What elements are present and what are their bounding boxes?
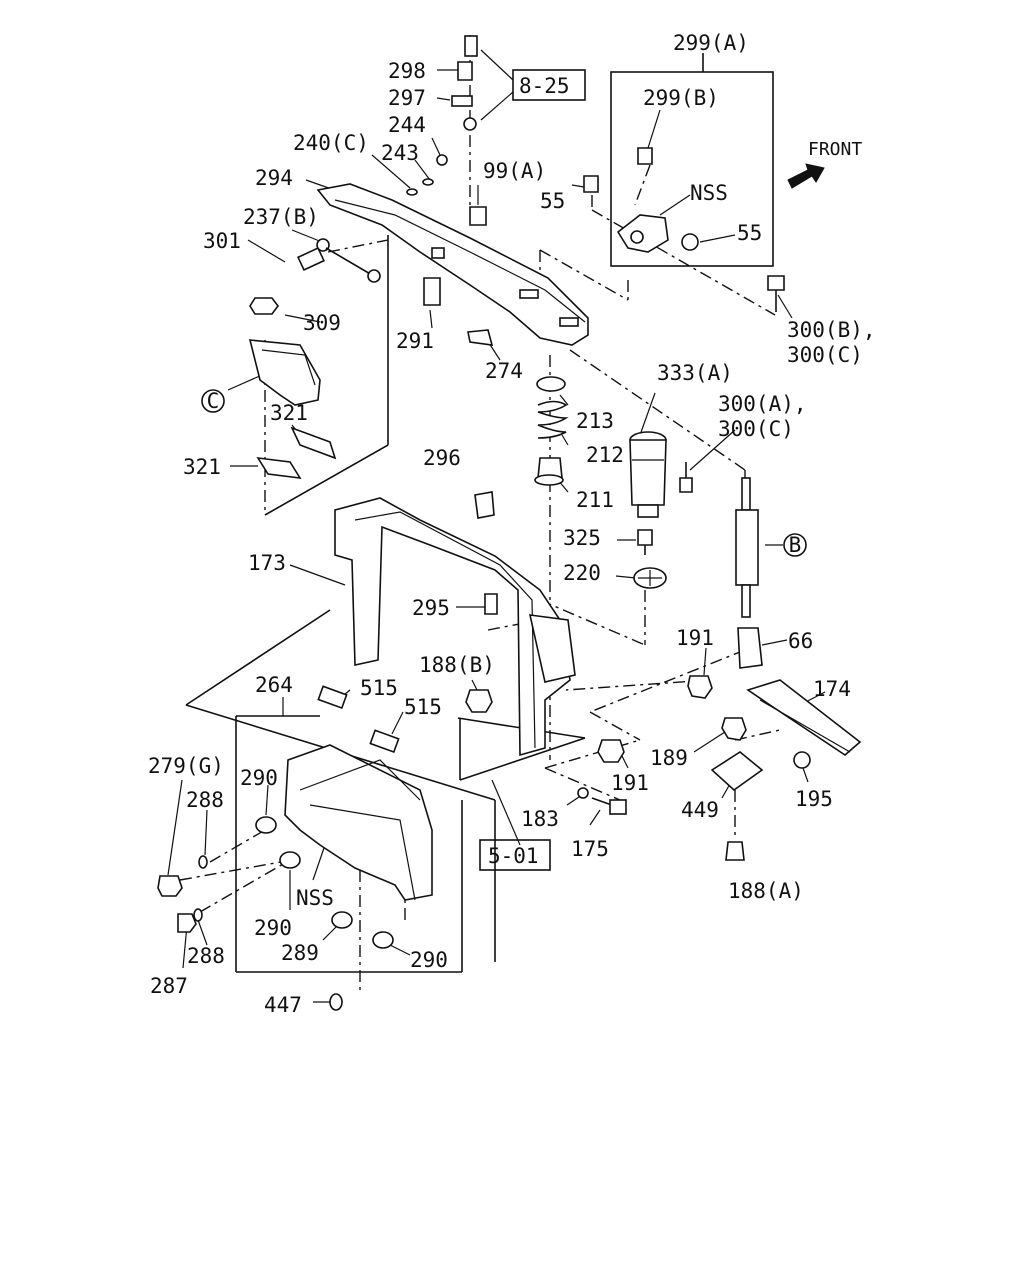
label-66: 66 [788, 629, 813, 653]
label-195: 195 [795, 787, 833, 811]
label-188a: 188(A) [728, 879, 804, 903]
label-174: 174 [813, 677, 851, 701]
bolt-300b [767, 275, 785, 312]
label-288-top: 288 [186, 788, 224, 812]
frame-173 [334, 497, 576, 757]
label-300bc-1: 300(B), [787, 318, 876, 342]
mount-bracket-264 [157, 685, 433, 1011]
assembly-box-299a [610, 71, 774, 267]
label-8-25[interactable]: 8-25 [519, 74, 570, 98]
bracket-296 [474, 491, 495, 519]
label-183: 183 [521, 807, 559, 831]
label-244: 244 [388, 113, 426, 137]
damper-333a [629, 431, 693, 518]
label-188b: 188(B) [419, 653, 495, 677]
label-309: 309 [303, 311, 341, 335]
callout-c-icon: C [201, 389, 225, 413]
label-515-upper: 515 [360, 676, 398, 700]
assembly-299a-parts [583, 147, 699, 253]
label-279g: 279(G) [148, 754, 224, 778]
label-301: 301 [203, 229, 241, 253]
label-321-upper: 321 [270, 401, 308, 425]
ref-box-8-25[interactable] [512, 69, 586, 101]
front-arrow-icon [787, 163, 825, 189]
label-240c: 240(C) [293, 131, 369, 155]
label-297: 297 [388, 86, 426, 110]
label-300ac-1: 300(A), [718, 392, 807, 416]
mount-bracket-c [248, 339, 337, 480]
label-299a: 299(A) [673, 31, 749, 55]
label-291: 291 [396, 329, 434, 353]
label-289: 289 [281, 941, 319, 965]
label-243: 243 [381, 141, 419, 165]
callout-c: C [207, 389, 220, 413]
label-191-upper: 191 [676, 626, 714, 650]
label-173: 173 [248, 551, 286, 575]
label-nss-top: NSS [690, 181, 728, 205]
label-55-right: 55 [737, 221, 762, 245]
fasteners-325-220 [633, 529, 667, 589]
label-212: 212 [586, 443, 624, 467]
label-290-bottom: 290 [410, 948, 448, 972]
label-290-top: 290 [240, 766, 278, 790]
ref-box-5-01[interactable] [479, 839, 551, 871]
rear-cross-member [316, 183, 589, 346]
label-287: 287 [150, 974, 188, 998]
label-294: 294 [255, 166, 293, 190]
label-333a: 333(A) [657, 361, 733, 385]
label-264: 264 [255, 673, 293, 697]
label-295: 295 [412, 596, 450, 620]
label-274: 274 [485, 359, 523, 383]
label-211: 211 [576, 488, 614, 512]
label-237b: 237(B) [243, 205, 319, 229]
label-213: 213 [576, 409, 614, 433]
shock-absorber-b [735, 477, 759, 618]
label-99a: 99(A) [483, 159, 546, 183]
label-55-left: 55 [540, 189, 565, 213]
label-321-lower: 321 [183, 455, 221, 479]
label-300bc-2: 300(C) [787, 343, 863, 367]
label-449: 449 [681, 798, 719, 822]
label-325: 325 [563, 526, 601, 550]
label-5-01[interactable]: 5-01 [488, 844, 539, 868]
callout-b-icon: B [783, 533, 807, 557]
label-515-lower: 515 [404, 695, 442, 719]
label-290-mid: 290 [254, 916, 292, 940]
right-rail-parts [687, 627, 862, 861]
label-298: 298 [388, 59, 426, 83]
label-189: 189 [650, 746, 688, 770]
label-nss-bottom: NSS [296, 886, 334, 910]
label-299b: 299(B) [643, 86, 719, 110]
part-labels: 298 297 8-25 244 243 240(C) 294 99(A) 23… [148, 31, 876, 1017]
label-191-lower: 191 [611, 771, 649, 795]
callout-b: B [789, 533, 802, 557]
label-175: 175 [571, 837, 609, 861]
fasteners-top [249, 35, 494, 346]
label-288-bottom: 288 [187, 944, 225, 968]
label-300ac-2: 300(C) [718, 417, 794, 441]
front-label: FRONT [808, 139, 862, 160]
spring-assembly [534, 376, 569, 486]
lower-fasteners [465, 689, 627, 815]
label-447: 447 [264, 993, 302, 1017]
label-220: 220 [563, 561, 601, 585]
label-296: 296 [423, 446, 461, 470]
